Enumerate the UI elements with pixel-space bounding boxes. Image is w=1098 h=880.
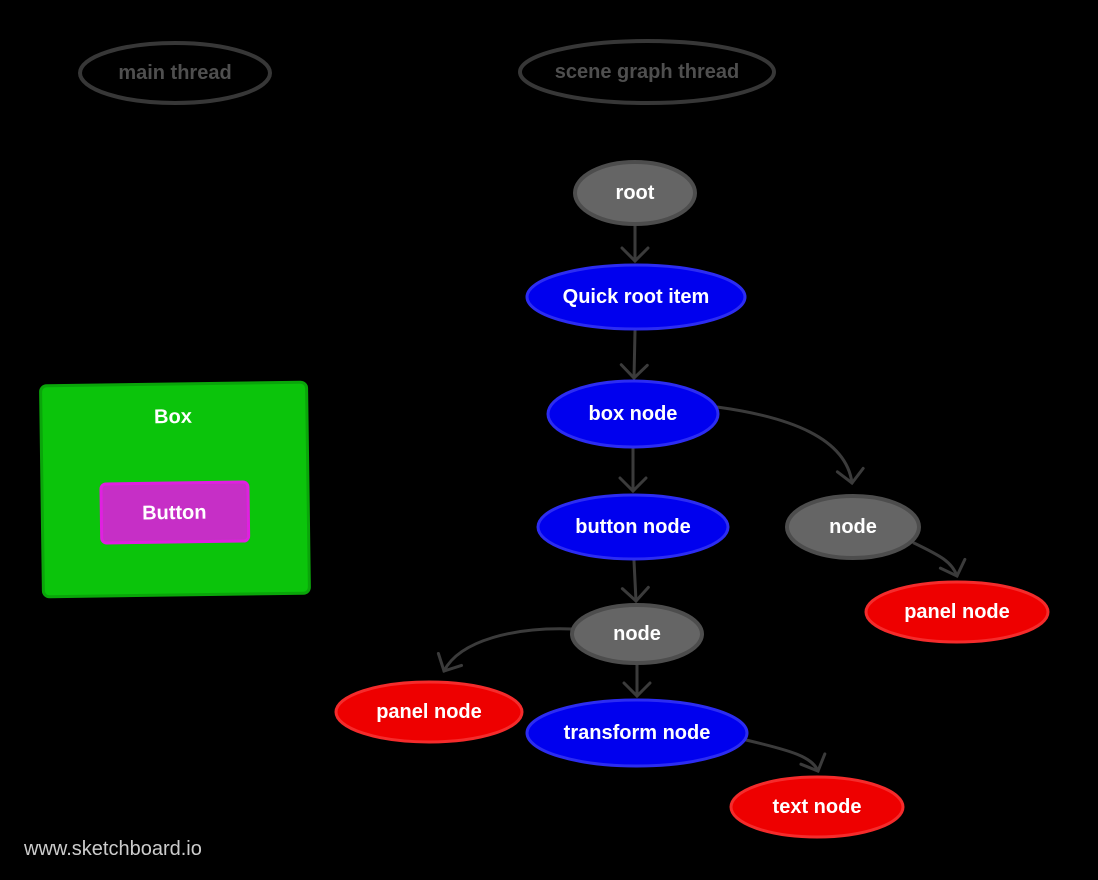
- edge-node-right-to-panel-node-right: [912, 541, 967, 578]
- node-mid-label: node: [613, 623, 661, 645]
- node-mid[interactable]: node: [570, 603, 704, 665]
- node-panel-node-right-ellipse[interactable]: [864, 580, 1050, 644]
- thread-scene-graph-ellipse[interactable]: [518, 39, 776, 105]
- thread-main[interactable]: main thread: [78, 41, 272, 105]
- node-panel-node-left[interactable]: panel node: [334, 680, 524, 744]
- node-panel-node-left-label: panel node: [376, 701, 482, 723]
- node-quick-root-item-label: Quick root item: [563, 286, 710, 308]
- node-text-node-ellipse[interactable]: [729, 775, 905, 839]
- button-label: Button: [142, 502, 207, 525]
- node-right-ellipse[interactable]: [785, 494, 921, 560]
- node-root-label: root: [616, 182, 655, 204]
- edge-node-mid-to-panel-node-left: [436, 627, 574, 673]
- node-root[interactable]: root: [573, 160, 697, 226]
- edge-button-node-to-node-mid: [620, 559, 650, 604]
- edge-quick-root-item-to-box-node: [619, 329, 649, 381]
- node-button-node[interactable]: button node: [536, 493, 730, 561]
- node-quick-root-item[interactable]: Quick root item: [525, 263, 747, 331]
- thread-main-label: main thread: [118, 62, 231, 84]
- node-box-node[interactable]: box node: [546, 379, 720, 449]
- thread-main-ellipse[interactable]: [78, 41, 272, 105]
- node-transform-node[interactable]: transform node: [525, 698, 749, 768]
- box-label: Box: [154, 406, 192, 429]
- node-text-node[interactable]: text node: [729, 775, 905, 839]
- node-text-node-label: text node: [773, 796, 862, 818]
- node-transform-node-ellipse[interactable]: [525, 698, 749, 768]
- node-panel-node-left-ellipse[interactable]: [334, 680, 524, 744]
- ui-preview: Box Button: [39, 380, 311, 599]
- thread-scene-graph[interactable]: scene graph thread: [518, 39, 776, 105]
- edge-transform-node-to-text-node: [744, 738, 827, 773]
- node-transform-node-label: transform node: [564, 722, 711, 744]
- node-right[interactable]: node: [785, 494, 921, 560]
- button-shape[interactable]: [99, 480, 251, 545]
- edge-box-node-to-node-right: [715, 405, 865, 486]
- node-panel-node-right-label: panel node: [904, 601, 1010, 623]
- node-mid-ellipse[interactable]: [570, 603, 704, 665]
- node-button-node-ellipse[interactable]: [536, 493, 730, 561]
- node-panel-node-right[interactable]: panel node: [864, 580, 1050, 644]
- node-box-node-ellipse[interactable]: [546, 379, 720, 449]
- node-button-node-label: button node: [575, 516, 691, 538]
- thread-scene-graph-label: scene graph thread: [555, 61, 740, 83]
- sketchboard-watermark: www.sketchboard.io: [23, 838, 202, 860]
- node-box-node-label: box node: [589, 403, 678, 425]
- node-root-ellipse[interactable]: [573, 160, 697, 226]
- node-right-label: node: [829, 516, 877, 538]
- node-quick-root-item-ellipse[interactable]: [525, 263, 747, 331]
